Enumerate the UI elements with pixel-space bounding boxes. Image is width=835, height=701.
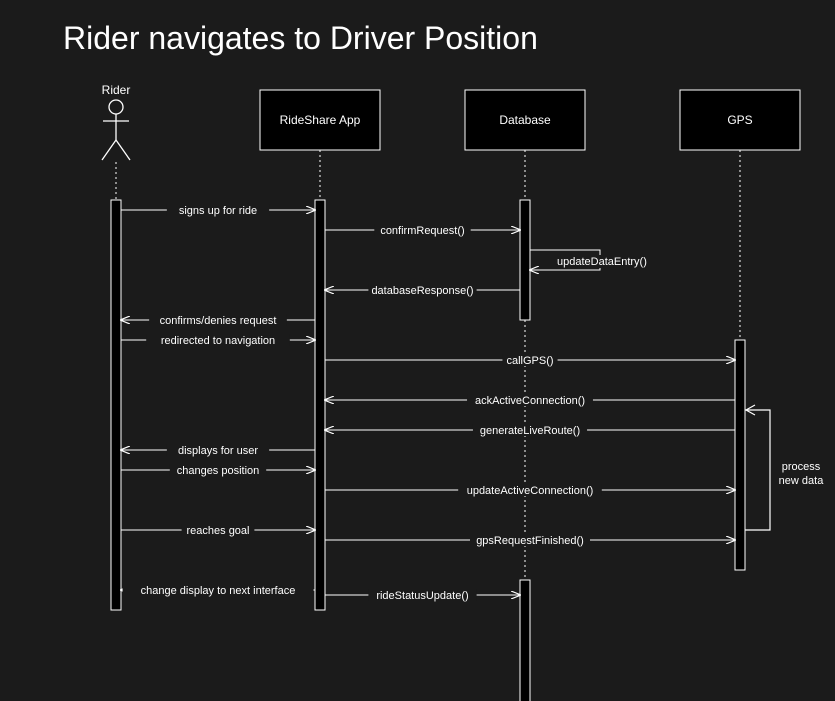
message-label: signs up for ride [179,205,257,217]
participant-app: RideShare App [259,89,381,151]
message-label: changes position [177,465,260,477]
message-4: databaseResponse() [325,284,520,297]
activation-rider [110,199,122,611]
message-label: updateActiveConnection() [467,485,594,497]
message-label: databaseResponse() [371,285,473,297]
message-label: callGPS() [506,355,553,367]
message-12: updateActiveConnection() [325,484,735,497]
diagram-title: Rider navigates to Driver Position [63,20,538,56]
message-2: confirmRequest() [325,224,520,237]
message-15: change display to next interface [121,584,315,597]
message-label: redirected to navigation [161,335,275,347]
message-5: confirms/denies request [121,314,315,327]
participant-app-label: RideShare App [280,113,361,127]
participant-database: Database [464,89,586,151]
participant-gps-label: GPS [727,113,752,127]
activation-gps [734,339,746,571]
message-label: confirms/denies request [160,315,277,327]
message-13: reaches goal [121,524,315,537]
activation-database-2 [519,579,531,701]
activation-app [314,199,326,611]
actor-rider-label: Rider [102,83,131,97]
participant-database-label: Database [499,113,551,127]
message-11: changes position [121,464,315,477]
message-label: generateLiveRoute() [480,425,580,437]
message-label: confirmRequest() [380,225,464,237]
message-label: displays for user [178,445,258,457]
note-line-1: process [782,461,821,473]
message-8: ackActiveConnection() [325,394,735,407]
message-10: displays for user [121,444,315,457]
message-3: updateDataEntry() [530,249,647,270]
message-9: generateLiveRoute() [325,424,735,437]
message-1: signs up for ride [121,204,315,217]
participant-gps: GPS [679,89,801,151]
message-label: reaches goal [187,525,250,537]
actor-rider: Rider [101,83,131,161]
message-label: gpsRequestFinished() [476,535,584,547]
message-label: ackActiveConnection() [475,395,585,407]
message-16: rideStatusUpdate() [325,589,520,602]
gps-self-loop: process new data [744,404,830,531]
activation-database-1 [519,199,531,321]
actor-head [108,99,124,115]
message-14: gpsRequestFinished() [325,534,735,547]
note-line-2: new data [779,475,825,487]
messages-group: signs up for ride confirmRequest() updateD… [121,204,735,602]
message-6: redirected to navigation [121,334,315,347]
message-7: callGPS() [325,354,735,367]
message-label: rideStatusUpdate() [376,590,468,602]
message-label: updateDataEntry() [557,256,647,268]
message-label: change display to next interface [141,585,296,597]
